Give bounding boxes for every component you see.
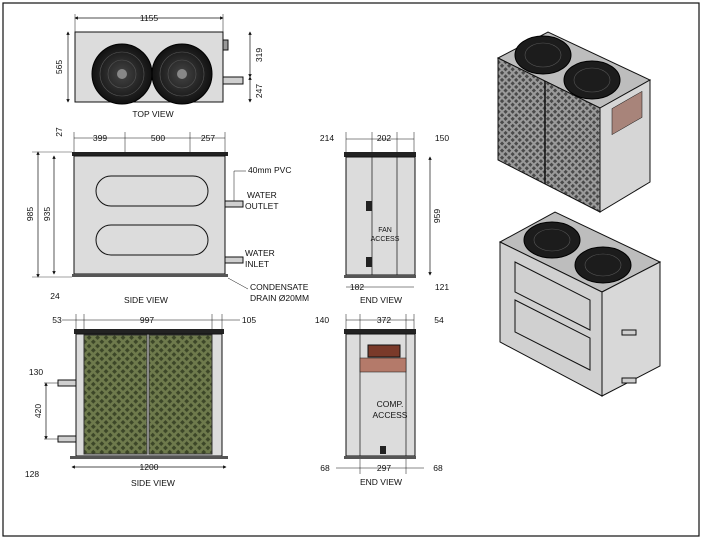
end-view-upper: 214 202 150 959 FAN ACCESS 182 121 END V… [320, 132, 449, 305]
condensate-label-1: CONDENSATE [250, 282, 309, 292]
control-panel [367, 344, 401, 358]
comp-access-label-2: ACCESS [373, 410, 408, 420]
end-upper-mid-dim: 202 [377, 133, 391, 143]
water-inlet-label-1: WATER [245, 248, 275, 258]
end-upper-height-dim: 959 [432, 209, 442, 223]
side-upper-right-dim: 257 [201, 133, 215, 143]
water-outlet-label-1: WATER [247, 190, 277, 200]
side-view-upper: 399 500 257 27 985 935 24 40mm PVC WATER… [25, 127, 309, 305]
end-upper-right-dim: 150 [435, 133, 449, 143]
side-view-upper-label: SIDE VIEW [124, 295, 168, 305]
side-lower-mid-dim: 997 [140, 315, 154, 325]
side-upper-inner-height: 935 [42, 207, 52, 221]
end-upper-body [345, 156, 416, 276]
end-lower-right-dim: 54 [434, 315, 444, 325]
end-lower-bottom-mid: 297 [377, 463, 391, 473]
side-upper-bottom-offset: 24 [50, 291, 60, 301]
side-upper-total-height: 985 [25, 207, 35, 221]
isometric-view-coil-side [496, 31, 652, 213]
end-lower-bottom-right: 68 [433, 463, 443, 473]
side-lower-left-dim: 53 [52, 315, 62, 325]
side-lower-right-dim: 105 [242, 315, 256, 325]
side-upper-left-dim: 399 [93, 133, 107, 143]
end-view-lower: 140 372 54 COMP. ACCESS 68 297 68 END VI… [315, 314, 444, 487]
side-view-lower: 53 997 105 130 420 128 1200 SIDE VIEW [25, 314, 256, 488]
end-upper-left-dim: 214 [320, 133, 334, 143]
top-pipe-stub [222, 76, 244, 85]
coil-mesh-left [83, 334, 148, 455]
fan-left [91, 43, 153, 105]
fan-access-label-2: ACCESS [371, 236, 400, 243]
fan-right [151, 43, 213, 105]
end-lower-mid-dim: 372 [377, 315, 391, 325]
top-view-label: TOP VIEW [132, 109, 173, 119]
top-right-upper-dim: 319 [254, 48, 264, 62]
top-width-dim: 1155 [140, 13, 159, 23]
comp-access-label-1: COMP. [377, 399, 404, 409]
side-lower-pipe-top: 130 [29, 367, 43, 377]
top-view: 1155 565 319 247 TOP VIEW [54, 13, 264, 119]
side-upper-body [73, 155, 226, 275]
side-lower-pipe-gap: 420 [33, 404, 43, 418]
end-lower-bottom-left: 68 [320, 463, 330, 473]
end-view-lower-label: END VIEW [360, 477, 402, 487]
coil-mesh-right [148, 334, 213, 455]
water-inlet-label-2: INLET [245, 259, 269, 269]
side-view-lower-label: SIDE VIEW [131, 478, 175, 488]
side-lower-bottom-offset: 128 [25, 469, 39, 479]
pvc-note: 40mm PVC [248, 165, 291, 175]
top-depth-dim: 565 [54, 60, 64, 74]
water-outlet-label-2: OUTLET [245, 201, 279, 211]
end-lower-left-dim: 140 [315, 315, 329, 325]
end-upper-bottom-left: 182 [350, 282, 364, 292]
end-view-upper-label: END VIEW [360, 295, 402, 305]
top-right-lower-dim: 247 [254, 84, 264, 98]
side-upper-top-offset: 27 [54, 127, 64, 137]
side-upper-mid-dim: 500 [151, 133, 165, 143]
condensate-label-2: DRAIN Ø20MM [250, 293, 309, 303]
side-lower-width-dim: 1200 [140, 462, 159, 472]
end-upper-bottom-right: 121 [435, 282, 449, 292]
fan-access-label-1: FAN [378, 227, 392, 234]
isometric-view-panel-side [498, 211, 662, 397]
